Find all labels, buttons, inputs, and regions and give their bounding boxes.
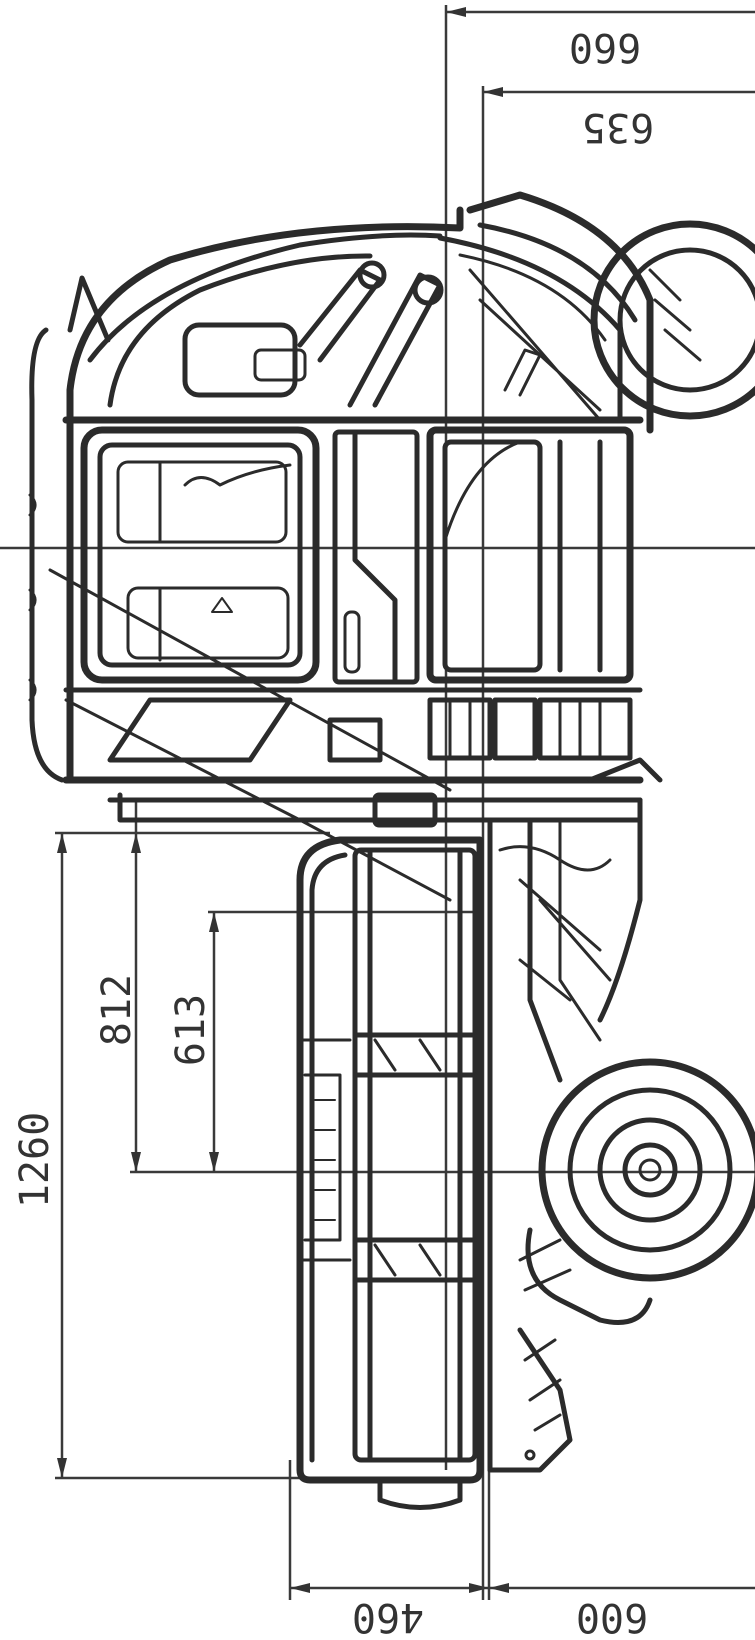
dimension-labels: 660 635 1260 812 613 460 600 xyxy=(12,24,654,1640)
dim-label-bottom-left: 460 xyxy=(352,1594,424,1640)
dim-label-top-outer: 660 xyxy=(569,24,641,70)
dim-label-left-mid: 812 xyxy=(94,974,140,1046)
dim-label-top-inner: 635 xyxy=(582,104,654,150)
machine-upper-body xyxy=(28,191,755,902)
machine-lower-chassis xyxy=(117,757,755,1510)
dim-label-left-inner: 613 xyxy=(168,994,214,1066)
dim-label-bottom-right: 600 xyxy=(576,1594,648,1640)
dim-label-left-overall: 1260 xyxy=(12,1112,58,1208)
